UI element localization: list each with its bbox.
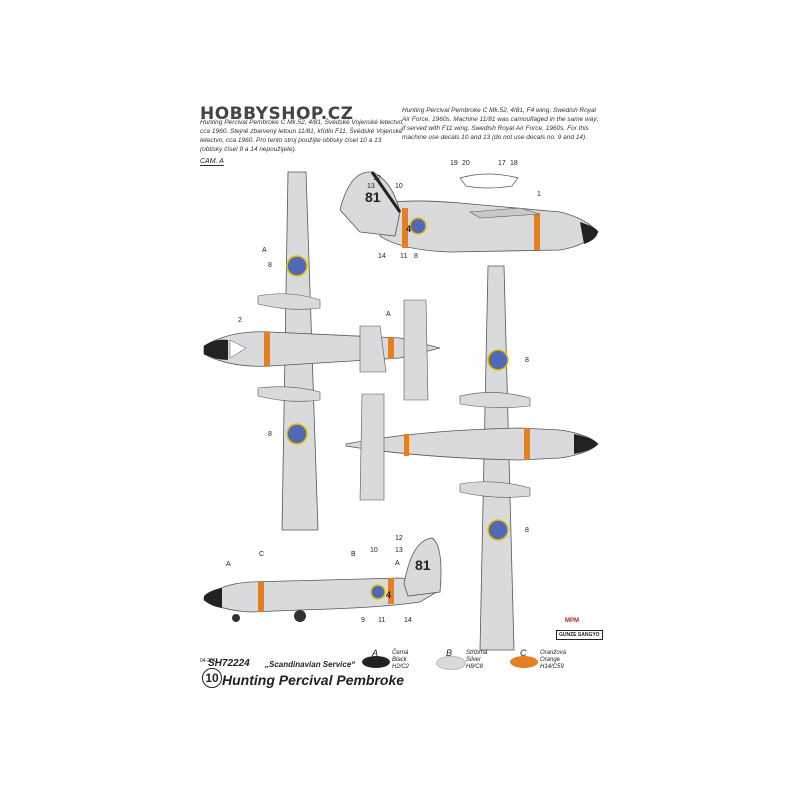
kit-code: SH72224 xyxy=(208,658,250,669)
svg-text:14: 14 xyxy=(404,617,412,624)
svg-text:4: 4 xyxy=(406,224,411,234)
svg-text:11: 11 xyxy=(378,617,385,624)
svg-text:9: 9 xyxy=(361,617,365,624)
aircraft-title: Hunting Percival Pembroke xyxy=(222,672,405,688)
svg-text:8: 8 xyxy=(525,357,529,364)
svg-text:10: 10 xyxy=(370,547,378,554)
camouflage-label: CAM. A xyxy=(200,158,224,166)
svg-text:19: 19 xyxy=(450,160,458,167)
svg-text:8: 8 xyxy=(268,431,272,438)
svg-text:18: 18 xyxy=(510,160,518,167)
svg-text:13: 13 xyxy=(395,547,403,554)
svg-text:10: 10 xyxy=(395,183,403,190)
svg-text:8: 8 xyxy=(525,527,529,534)
svg-text:A: A xyxy=(226,561,231,568)
svg-text:A: A xyxy=(395,560,400,567)
svg-text:12: 12 xyxy=(395,535,403,542)
svg-text:12: 12 xyxy=(373,175,381,182)
subtitle: „Scandinavian Service“ xyxy=(265,660,356,669)
svg-text:20: 20 xyxy=(462,160,470,167)
svg-text:A: A xyxy=(386,311,391,318)
tail-code-top: 81 xyxy=(365,189,381,205)
svg-text:4: 4 xyxy=(386,590,391,600)
mpm-logo: MPM xyxy=(565,618,579,624)
planform-right: A 8 8 xyxy=(345,265,599,651)
side-view-top: 81 4 12 13 10 14 11 8 1 19 20 17 18 xyxy=(339,160,599,260)
release-date: 04-2011 xyxy=(200,658,218,664)
number-badge: 10 xyxy=(202,668,222,688)
svg-text:11: 11 xyxy=(400,253,407,260)
planform-left: A 8 2 8 xyxy=(203,171,441,531)
svg-text:14: 14 xyxy=(378,253,386,260)
gunze-logo: GUNZE SANGYO xyxy=(556,630,603,640)
svg-text:1: 1 xyxy=(537,191,541,198)
svg-text:A: A xyxy=(262,247,267,254)
svg-text:B: B xyxy=(351,551,356,558)
description-czech: Hunting Percival Pembroke C Mk.52, 4/81,… xyxy=(200,119,404,153)
hobbyshop-logo: HOBBYSHOP.CZ xyxy=(200,104,354,124)
tail-code-bottom: 81 xyxy=(415,557,431,573)
svg-text:8: 8 xyxy=(414,253,418,260)
svg-text:C: C xyxy=(259,551,264,558)
svg-text:2: 2 xyxy=(238,317,242,324)
svg-text:8: 8 xyxy=(268,262,272,269)
side-view-bottom: 81 4 12 10 13 A B C A 9 11 14 xyxy=(203,535,442,624)
svg-text:13: 13 xyxy=(367,183,375,190)
description-english: Hunting Percival Pembroke C Mk.52, 4/81,… xyxy=(402,107,599,141)
svg-text:17: 17 xyxy=(498,160,506,167)
